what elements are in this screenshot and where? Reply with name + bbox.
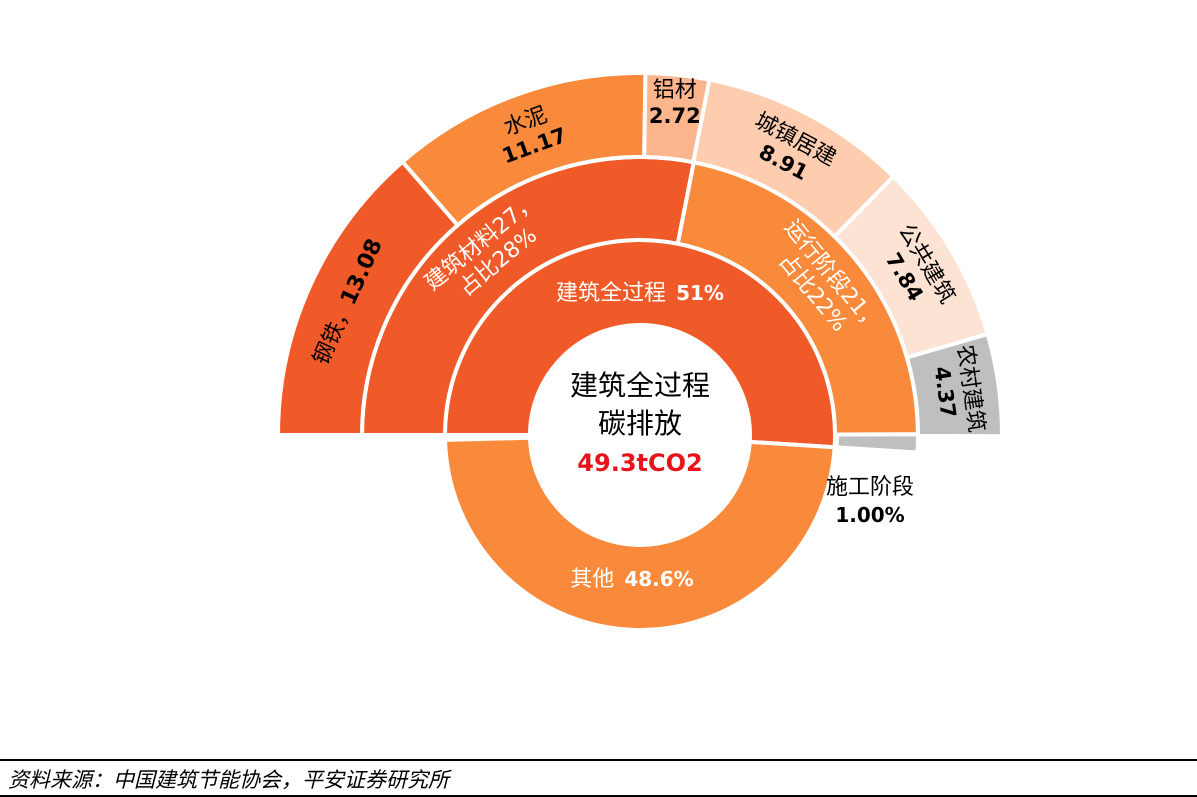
middle-segment-2 (834, 432, 920, 455)
inner-segment-1 (443, 435, 837, 632)
source-note: 资料来源：中国建筑节能协会，平安证券研究所 (8, 768, 449, 792)
footer-bottom-rule (0, 795, 1197, 797)
outer-segment-5 (904, 331, 1005, 439)
footer-top-rule (0, 759, 1197, 761)
